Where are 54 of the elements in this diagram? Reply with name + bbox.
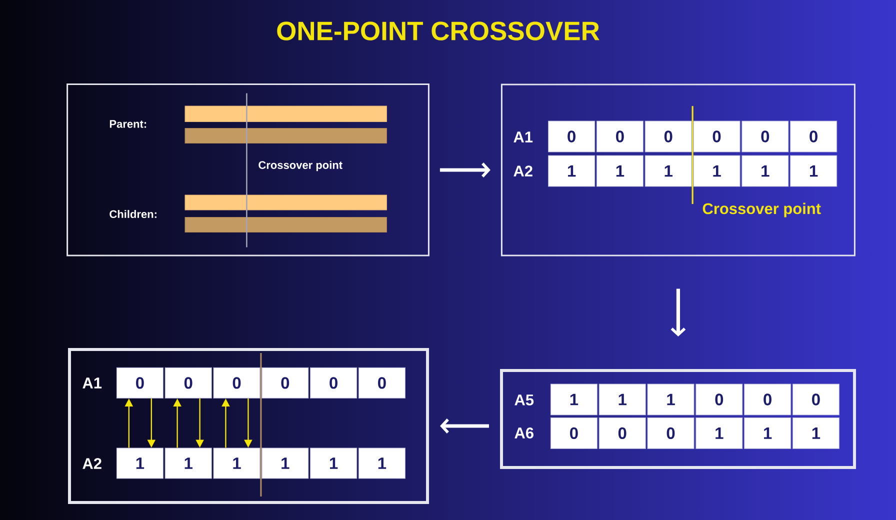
bit-cell: 1 xyxy=(647,384,694,416)
bit-cell: 1 xyxy=(598,384,646,416)
bit-cell: 0 xyxy=(598,417,646,449)
row-label: A2 xyxy=(82,458,102,469)
bit-cell: 0 xyxy=(790,120,838,152)
bit-cell: 0 xyxy=(262,367,309,398)
bit-cell: 0 xyxy=(164,367,212,398)
bit-cell: 0 xyxy=(696,384,743,416)
bit-cell: 0 xyxy=(792,384,840,416)
bit-cell: 0 xyxy=(550,417,598,449)
chromosome-bar xyxy=(184,217,387,233)
bit-cell: 0 xyxy=(693,120,740,152)
bit-cell: 0 xyxy=(596,120,644,152)
bit-cell: 1 xyxy=(116,448,164,479)
bit-cell: 1 xyxy=(164,448,212,479)
chromosome-bar xyxy=(184,106,387,122)
chromosome-bar xyxy=(184,128,387,144)
bit-cell: 0 xyxy=(644,120,692,152)
bit-cell: 1 xyxy=(792,417,840,449)
bar-label: Parent: xyxy=(110,120,146,128)
row-label: A1 xyxy=(514,132,533,142)
bit-cell: 1 xyxy=(550,384,598,416)
crossover-label: Crossover point xyxy=(258,160,342,172)
bit-cell: 0 xyxy=(647,417,694,449)
title: ONE-POINT CROSSOVER xyxy=(277,22,600,40)
bit-cell: 0 xyxy=(742,120,789,152)
bit-cell: 1 xyxy=(213,448,260,479)
bit-cell: 1 xyxy=(644,155,692,187)
crossover-label: Crossover point xyxy=(702,202,821,218)
bar-label: Children: xyxy=(110,210,156,218)
bit-cell: 0 xyxy=(310,367,358,398)
bit-cell: 1 xyxy=(596,155,644,187)
bit-cell: 1 xyxy=(742,155,789,187)
arrow xyxy=(440,418,489,434)
bit-cell: 0 xyxy=(548,120,596,152)
arrow xyxy=(440,162,490,178)
chromosome-bar xyxy=(184,194,387,210)
row-label: A5 xyxy=(514,394,534,406)
bit-cell: 1 xyxy=(358,448,406,479)
bit-cell: 1 xyxy=(548,155,596,187)
bit-cell: 1 xyxy=(696,417,743,449)
bit-cell: 1 xyxy=(262,448,309,479)
bit-cell: 1 xyxy=(310,448,358,479)
arrow xyxy=(670,288,686,336)
bit-cell: 1 xyxy=(790,155,838,187)
row-label: A6 xyxy=(514,428,534,438)
bit-cell: 1 xyxy=(744,417,792,449)
bit-cell: 1 xyxy=(693,155,740,187)
bit-cell: 0 xyxy=(116,367,164,398)
row-label: A2 xyxy=(514,166,532,176)
bit-cell: 0 xyxy=(358,367,406,398)
bit-cell: 0 xyxy=(213,367,260,398)
bit-cell: 0 xyxy=(744,384,792,416)
row-label: A1 xyxy=(82,378,102,388)
